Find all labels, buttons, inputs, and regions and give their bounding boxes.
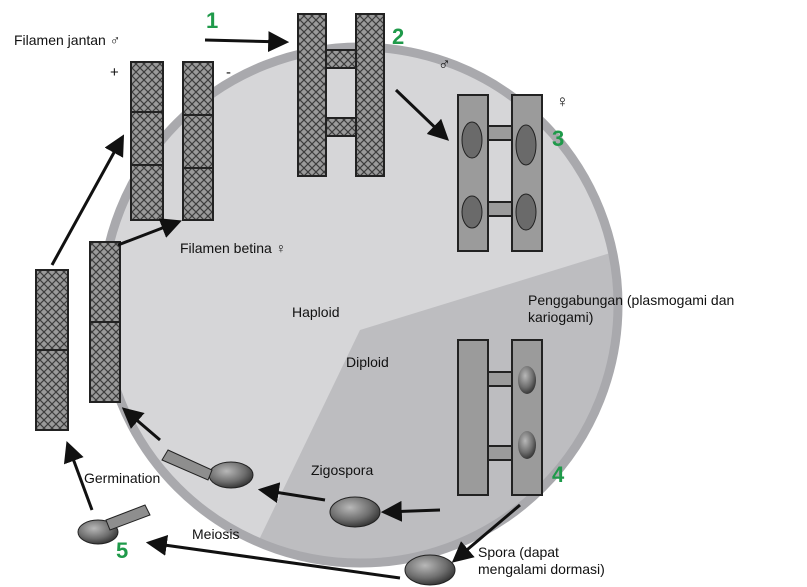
germinated-filament-b [89, 241, 121, 403]
male-filament-label: Filamen jantan ♂ [14, 32, 121, 48]
plus-sign: + [110, 64, 119, 81]
step-3-number: 3 [552, 126, 564, 151]
minus-sign: - [226, 64, 231, 81]
step-1-number: 1 [206, 8, 218, 33]
step-4-number: 4 [552, 462, 565, 487]
meiosis-label: Meiosis [192, 526, 240, 542]
haploid-label: Haploid [292, 304, 340, 320]
zygospore-label: Zigospora [311, 462, 374, 478]
female-symbol: ♀ [556, 92, 569, 111]
male-filament-plus [130, 61, 164, 221]
male-symbol: ♂ [438, 55, 451, 74]
zygote-formation [457, 339, 543, 496]
germination-label: Germination [84, 470, 161, 486]
step-5-number: 5 [116, 538, 128, 563]
germinating-spore-2 [77, 504, 151, 545]
germinating-spore-1 [161, 449, 254, 489]
step-numbers: 1 2 3 4 5 [116, 8, 565, 563]
male-filament-minus [182, 61, 214, 221]
arrows [50, 31, 521, 580]
dormant-spore [404, 554, 456, 586]
zygospore-spore [329, 496, 381, 528]
step-2-number: 2 [392, 24, 404, 49]
female-filament-label: Filamen betina ♀ [180, 240, 287, 256]
diploid-label: Diploid [346, 354, 389, 370]
fusion-label: Penggabungan (plasmogami dan kariogami) [528, 292, 735, 325]
spore-label: Spora (dapat mengalami dormasi) [478, 544, 605, 577]
germinated-filament-a [35, 269, 69, 431]
conjugating-filaments [297, 13, 385, 177]
gamete-migration [457, 94, 543, 252]
